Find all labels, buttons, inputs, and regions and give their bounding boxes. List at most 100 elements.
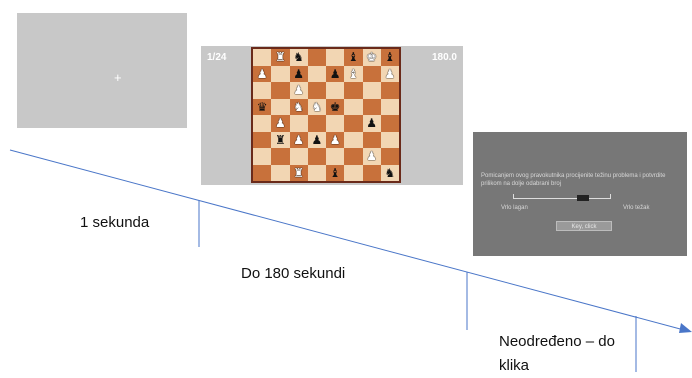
fixation-cross: +	[114, 71, 122, 84]
board-square[interactable]	[381, 82, 399, 99]
board-square[interactable]: ♝	[326, 165, 344, 182]
board-square[interactable]: ♞	[381, 165, 399, 182]
board-square[interactable]: ♟	[271, 115, 289, 132]
white-pawn-icon[interactable]: ♟	[293, 134, 304, 146]
board-square[interactable]	[326, 82, 344, 99]
board-square[interactable]: ♞	[290, 49, 308, 66]
white-pawn-icon[interactable]: ♟	[366, 150, 377, 162]
timeline-arrowhead	[679, 323, 692, 333]
rating-slider-handle[interactable]	[577, 195, 589, 201]
board-square[interactable]: ♟	[363, 115, 381, 132]
white-pawn-icon[interactable]: ♟	[293, 84, 304, 96]
board-square[interactable]	[253, 115, 271, 132]
black-queen-icon[interactable]: ♛	[257, 101, 268, 113]
board-square[interactable]	[363, 165, 381, 182]
white-king-icon[interactable]: ♚	[366, 51, 377, 63]
board-square[interactable]	[344, 148, 362, 165]
board-square[interactable]	[326, 148, 344, 165]
board-square[interactable]	[308, 165, 326, 182]
board-square[interactable]	[271, 165, 289, 182]
board-square[interactable]	[271, 82, 289, 99]
board-square[interactable]: ♜	[271, 49, 289, 66]
board-square[interactable]	[363, 66, 381, 83]
confirm-button[interactable]: Key, click	[556, 221, 612, 231]
board-square[interactable]: ♟	[290, 132, 308, 149]
white-rook-icon[interactable]: ♜	[275, 51, 286, 63]
white-pawn-icon[interactable]: ♟	[330, 134, 341, 146]
board-square[interactable]: ♚	[326, 99, 344, 116]
board-square[interactable]	[344, 132, 362, 149]
board-square[interactable]	[344, 115, 362, 132]
black-bishop-icon[interactable]: ♝	[330, 167, 341, 179]
board-square[interactable]: ♞	[290, 99, 308, 116]
board-square[interactable]	[290, 148, 308, 165]
board-square[interactable]: ♟	[290, 66, 308, 83]
board-square[interactable]	[308, 115, 326, 132]
board-square[interactable]: ♟	[253, 66, 271, 83]
board-square[interactable]	[290, 115, 308, 132]
board-square[interactable]	[253, 82, 271, 99]
board-square[interactable]	[326, 49, 344, 66]
board-square[interactable]: ♚	[363, 49, 381, 66]
black-pawn-icon[interactable]: ♟	[293, 68, 304, 80]
board-square[interactable]	[381, 99, 399, 116]
white-pawn-icon[interactable]: ♟	[275, 117, 286, 129]
board-square[interactable]: ♝	[381, 49, 399, 66]
black-knight-icon[interactable]: ♞	[384, 167, 395, 179]
board-square[interactable]: ♜	[271, 132, 289, 149]
chessboard[interactable]: ♜ ♞ ♝ ♚ ♝ ♟ ♟ ♟ ♝ ♟ ♟ ♛ ♞ ♞ ♚ ♟ ♟ ♜ ♟ ♟ ♟ ♟ ♜ ♝ ♞	[251, 47, 401, 183]
board-square[interactable]	[308, 49, 326, 66]
board-square[interactable]	[308, 148, 326, 165]
board-square[interactable]: ♟	[308, 132, 326, 149]
board-square[interactable]	[363, 132, 381, 149]
board-square[interactable]: ♝	[344, 49, 362, 66]
board-square[interactable]: ♟	[363, 148, 381, 165]
white-pawn-icon[interactable]: ♟	[257, 68, 268, 80]
black-pawn-icon[interactable]: ♟	[311, 134, 322, 146]
board-square[interactable]	[344, 165, 362, 182]
white-knight-icon[interactable]: ♞	[311, 101, 322, 113]
black-knight-icon[interactable]: ♞	[293, 51, 304, 63]
duration-label-problem: Do 180 sekundi	[241, 262, 345, 286]
board-square[interactable]: ♟	[290, 82, 308, 99]
board-square[interactable]	[271, 66, 289, 83]
board-square[interactable]	[253, 132, 271, 149]
board-square[interactable]	[381, 132, 399, 149]
board-square[interactable]	[344, 82, 362, 99]
board-square[interactable]	[344, 99, 362, 116]
board-square[interactable]: ♜	[290, 165, 308, 182]
board-square[interactable]	[363, 82, 381, 99]
board-square[interactable]	[381, 115, 399, 132]
board-square[interactable]: ♞	[308, 99, 326, 116]
black-bishop-icon[interactable]: ♝	[348, 51, 359, 63]
duration-label-rating: Neodređeno – do klika	[499, 330, 649, 378]
white-rook-icon[interactable]: ♜	[293, 167, 304, 179]
board-square[interactable]	[253, 148, 271, 165]
black-king-icon[interactable]: ♚	[330, 101, 341, 113]
chess-problem-screen: 1/24 ♜♞♝♚♝♟♟♟♝♟♟♛♞♞♚♟♟♜♟♟♟♟♜♝♞ 180.0	[201, 46, 463, 185]
board-square[interactable]	[271, 99, 289, 116]
board-square[interactable]	[326, 115, 344, 132]
board-square[interactable]	[363, 99, 381, 116]
board-square[interactable]: ♝	[344, 66, 362, 83]
board-square[interactable]	[308, 82, 326, 99]
board-square[interactable]	[308, 66, 326, 83]
black-pawn-icon[interactable]: ♟	[330, 68, 341, 80]
board-square[interactable]: ♟	[326, 66, 344, 83]
difficulty-rating-screen: Pomicanjem ovog pravokutnika procijenite…	[473, 132, 687, 256]
black-bishop-icon[interactable]: ♝	[384, 51, 395, 63]
board-square[interactable]	[271, 148, 289, 165]
white-bishop-icon[interactable]: ♝	[348, 68, 359, 80]
board-square[interactable]: ♟	[381, 66, 399, 83]
board-square[interactable]	[253, 165, 271, 182]
board-square[interactable]	[253, 49, 271, 66]
board-square[interactable]: ♛	[253, 99, 271, 116]
board-square[interactable]: ♟	[326, 132, 344, 149]
black-pawn-icon[interactable]: ♟	[366, 117, 377, 129]
black-rook-icon[interactable]: ♜	[275, 134, 286, 146]
white-pawn-icon[interactable]: ♟	[384, 68, 395, 80]
white-knight-icon[interactable]: ♞	[293, 101, 304, 113]
problem-counter: 1/24	[207, 52, 226, 63]
rating-scale[interactable]	[513, 198, 611, 199]
board-square[interactable]	[381, 148, 399, 165]
